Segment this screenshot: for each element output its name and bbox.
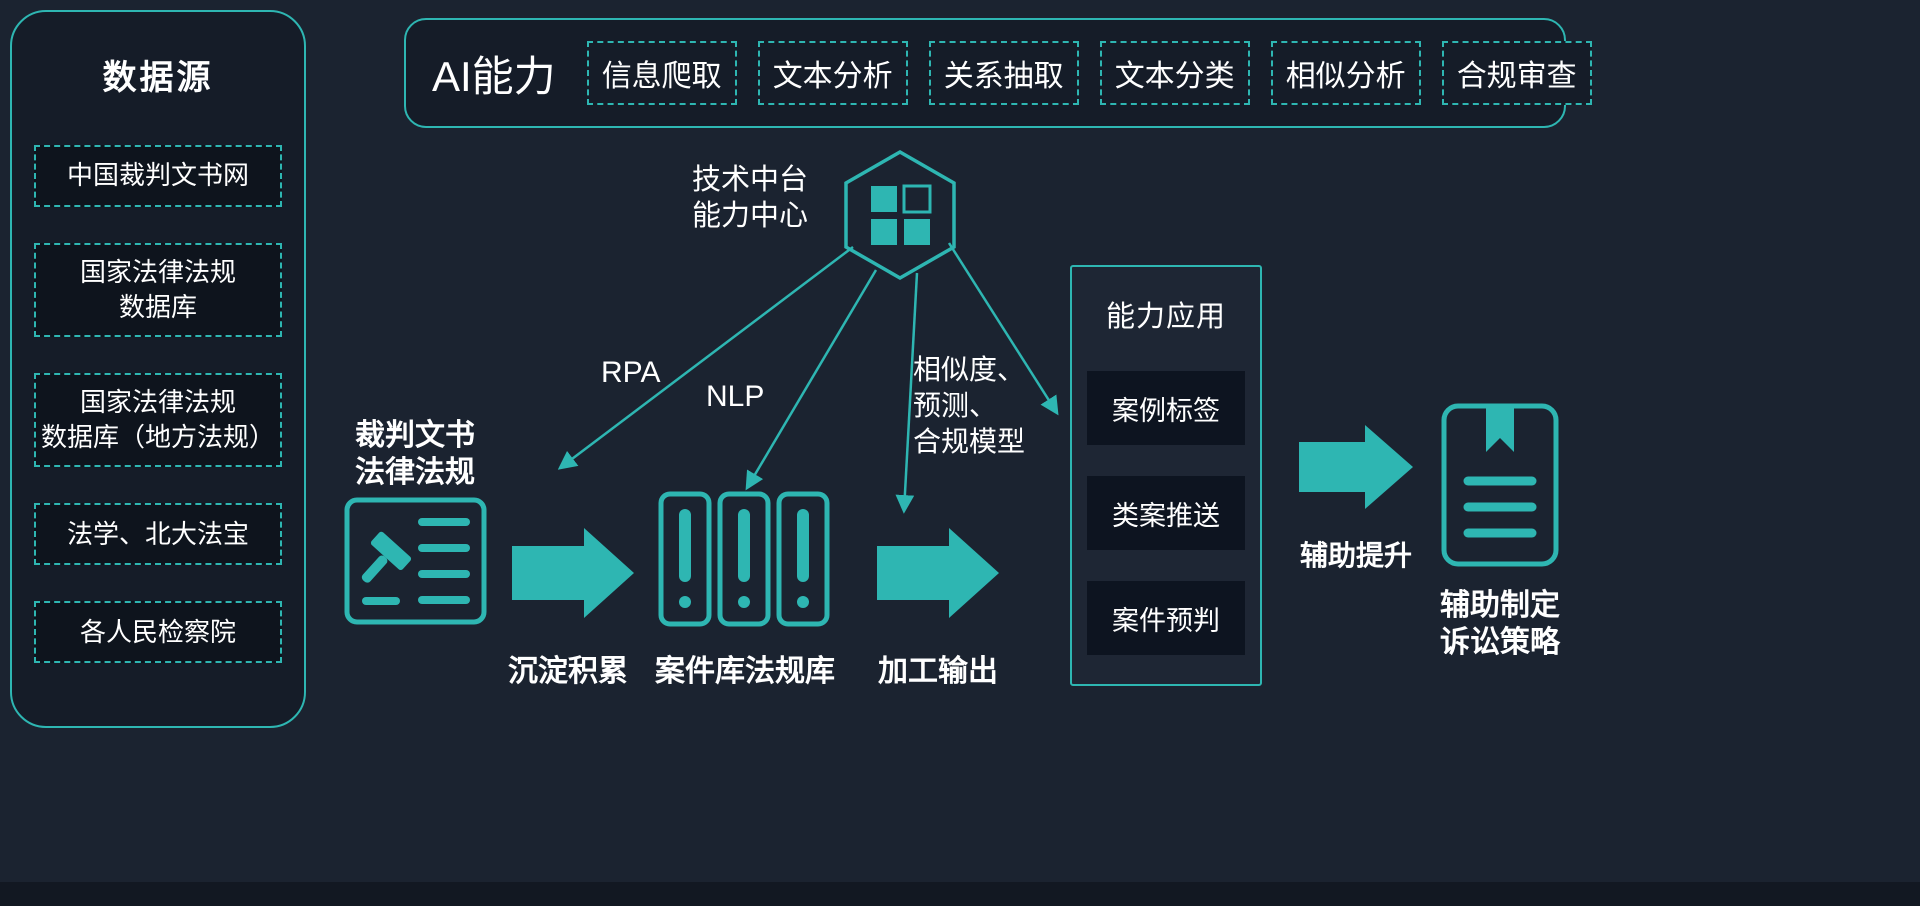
data-sources-list: 中国裁判文书网 国家法律法规 数据库 国家法律法规 数据库（地方法规） 法学、北… [34, 145, 282, 664]
platform-label: 技术中台 能力中心 [691, 164, 808, 233]
bookmark-document-icon [1441, 403, 1559, 567]
ai-capability-item: 信息爬取 [586, 41, 737, 105]
flow-arrow-accumulate [512, 528, 634, 618]
capability-application-item: 案件预判 [1087, 581, 1245, 655]
hexagon-grid-icon [844, 149, 956, 281]
rpa-connector-label: RPA [601, 356, 661, 389]
nlp-connector-label: NLP [706, 380, 765, 413]
flow-arrow-assist [1299, 425, 1413, 509]
data-source-item: 法学、北大法宝 [34, 503, 282, 566]
assist-caption: 辅助提升 [1299, 540, 1412, 571]
model-connector-label: 相似度、 预测、 合规模型 [913, 354, 1026, 457]
flow-arrow-output [877, 528, 999, 618]
data-sources-title: 数据源 [102, 59, 214, 97]
data-sources-panel: 数据源 中国裁判文书网 国家法律法规 数据库 国家法律法规 数据库（地方法规） … [10, 10, 306, 728]
data-source-item: 国家法律法规 数据库（地方法规） [34, 373, 282, 468]
flow-input-label: 裁判文书 法律法规 [355, 419, 475, 489]
data-source-item: 各人民检察院 [34, 601, 282, 664]
ai-capability-item: 文本分类 [1099, 41, 1250, 105]
capability-application-list: 案例标签 类案推送 案件预判 [1072, 371, 1260, 655]
bottom-strip [0, 882, 1920, 906]
capability-application-item: 案例标签 [1087, 371, 1245, 445]
library-caption: 案件库法规库 [655, 655, 835, 688]
capability-application-title: 能力应用 [1105, 301, 1226, 333]
judgment-document-gavel-icon [344, 497, 487, 625]
ai-capability-item: 关系抽取 [928, 41, 1079, 105]
case-law-library-binders-icon [658, 491, 830, 627]
ai-capability-item: 合规审查 [1441, 41, 1592, 105]
data-source-item: 中国裁判文书网 [34, 145, 282, 207]
ai-capabilities-title: AI能力 [432, 52, 556, 100]
connector-nlp [745, 269, 878, 491]
accumulate-caption: 沉淀积累 [508, 655, 628, 688]
result-label: 辅助制定 诉讼策略 [1440, 589, 1560, 659]
capability-application-item: 类案推送 [1087, 476, 1245, 550]
output-caption: 加工输出 [878, 655, 998, 688]
data-source-item: 国家法律法规 数据库 [34, 243, 282, 338]
ai-capability-item: 文本分析 [757, 41, 908, 105]
capability-application-panel: 能力应用 案例标签 类案推送 案件预判 [1070, 265, 1262, 686]
ai-capabilities-panel: AI能力 信息爬取 文本分析 关系抽取 文本分类 相似分析 合规审查 [404, 18, 1592, 128]
ai-capability-item: 相似分析 [1270, 41, 1421, 105]
